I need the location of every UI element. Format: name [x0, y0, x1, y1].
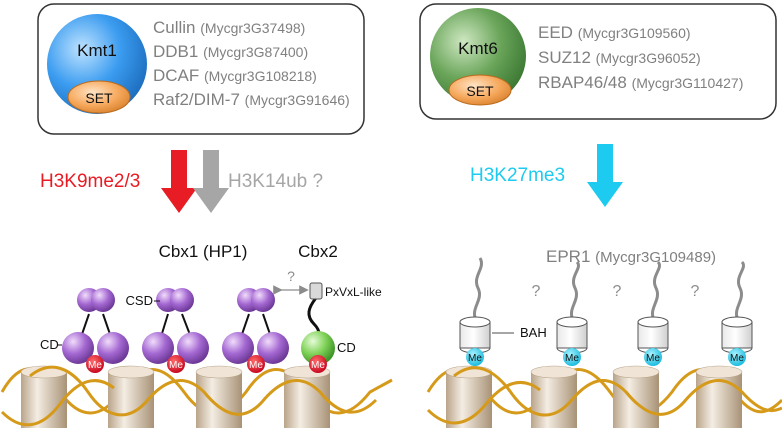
- epr1-protein-4: [721, 260, 753, 354]
- me-label: Me: [88, 360, 102, 371]
- me-mark: [644, 348, 662, 366]
- me-mark: [167, 355, 185, 373]
- pxvxl-label: PxVxL-like: [325, 285, 382, 299]
- kmt6-set-label: SET: [466, 83, 494, 99]
- me-label: Me: [311, 360, 325, 371]
- me-label: Me: [249, 360, 263, 371]
- me-mark: [728, 348, 746, 366]
- me-label: Me: [565, 353, 579, 364]
- interaction-question: ?: [287, 268, 295, 284]
- bah-label: BAH: [520, 325, 547, 340]
- epr1-protein-1: [459, 257, 491, 354]
- kmt1-complex-box: Kmt1 SET Cullin (Mycgr3G37498) DDB1 (Myc…: [37, 3, 365, 135]
- member-eed: EED (Mycgr3G109560): [538, 23, 691, 42]
- epr1-protein-3: [637, 260, 669, 354]
- me-label: Me: [468, 353, 482, 364]
- h3k9-arrow: [161, 150, 197, 213]
- hp1-dimer-2: [142, 288, 209, 364]
- cd-label-left: CD: [40, 337, 59, 352]
- question-3: ?: [691, 283, 700, 300]
- nucleosome: [107, 365, 155, 428]
- cbx2-protein: [301, 282, 335, 365]
- chromo-domain: [97, 332, 129, 364]
- left-chromatin: [0, 365, 393, 428]
- cd-label-right: CD: [337, 340, 356, 355]
- csd-domain: [251, 288, 275, 312]
- hp1-dimer-1: [62, 288, 129, 364]
- hp1-dimer-3: [222, 288, 289, 364]
- pxvxl-motif: [309, 282, 323, 300]
- h3k9-label: H3K9me2/3: [40, 171, 140, 192]
- nucleosome: [612, 365, 660, 428]
- kmt6-set-domain: [448, 74, 512, 106]
- member-rbap: RBAP46/48 (Mycgr3G110427): [538, 73, 743, 92]
- member-ddb1: DDB1 (Mycgr3G87400): [153, 42, 308, 61]
- kmt1-set-label: SET: [85, 90, 113, 106]
- right-chromatin: [426, 365, 782, 428]
- chromo-domain: [62, 332, 94, 364]
- kmt6-complex-box: Kmt6 SET EED (Mycgr3G109560) SUZ12 (Mycg…: [419, 3, 777, 120]
- kmt1-set-domain: [67, 80, 131, 114]
- member-raf2: Raf2/DIM-7 (Mycgr3G91646): [153, 90, 350, 109]
- chromo-domain: [177, 332, 209, 364]
- nucleosome: [695, 365, 743, 428]
- me-mark: [563, 348, 581, 366]
- h3k27-arrow: [587, 144, 623, 207]
- chromo-domain: [257, 332, 289, 364]
- csd-domain: [91, 288, 115, 312]
- me-label: Me: [169, 360, 183, 371]
- me-mark: [466, 348, 484, 366]
- csd-domain: [170, 288, 194, 312]
- me-label: Me: [646, 353, 660, 364]
- me-marks-left: Me Me Me Me: [86, 355, 327, 373]
- kmt6-label: Kmt6: [458, 39, 498, 58]
- chromo-domain: [222, 332, 254, 364]
- h3k14-label: H3K14ub ?: [228, 171, 323, 192]
- question-1: ?: [532, 283, 541, 300]
- right-dna-front: [426, 366, 782, 425]
- nucleosome: [195, 365, 243, 428]
- epr1-label: EPR1 (Mycgr3G109489): [546, 247, 716, 266]
- me-label: Me: [730, 353, 744, 364]
- cbx2-chromo-domain: [301, 331, 335, 365]
- me-marks-right: Me Me Me Me: [466, 348, 746, 366]
- member-dcaf: DCAF (Mycgr3G108218): [153, 66, 317, 85]
- me-mark: [86, 355, 104, 373]
- me-mark: [247, 355, 265, 373]
- csd-label: CSD: [126, 293, 153, 308]
- h3k14-arrow: [193, 150, 229, 213]
- me-mark: [309, 355, 327, 373]
- chromo-domain: [142, 332, 174, 364]
- nucleosome: [530, 365, 578, 428]
- epr1-protein-2: [556, 260, 588, 354]
- question-2: ?: [613, 283, 622, 300]
- kmt1-label: Kmt1: [77, 41, 117, 60]
- cbx1-label: Cbx1 (HP1): [159, 242, 248, 261]
- h3k27-label: H3K27me3: [470, 165, 565, 186]
- member-suz12: SUZ12 (Mycgr3G96052): [538, 48, 701, 67]
- member-cullin: Cullin (Mycgr3G37498): [153, 18, 305, 37]
- cbx2-label: Cbx2: [298, 242, 338, 261]
- left-dna-front: [0, 365, 378, 427]
